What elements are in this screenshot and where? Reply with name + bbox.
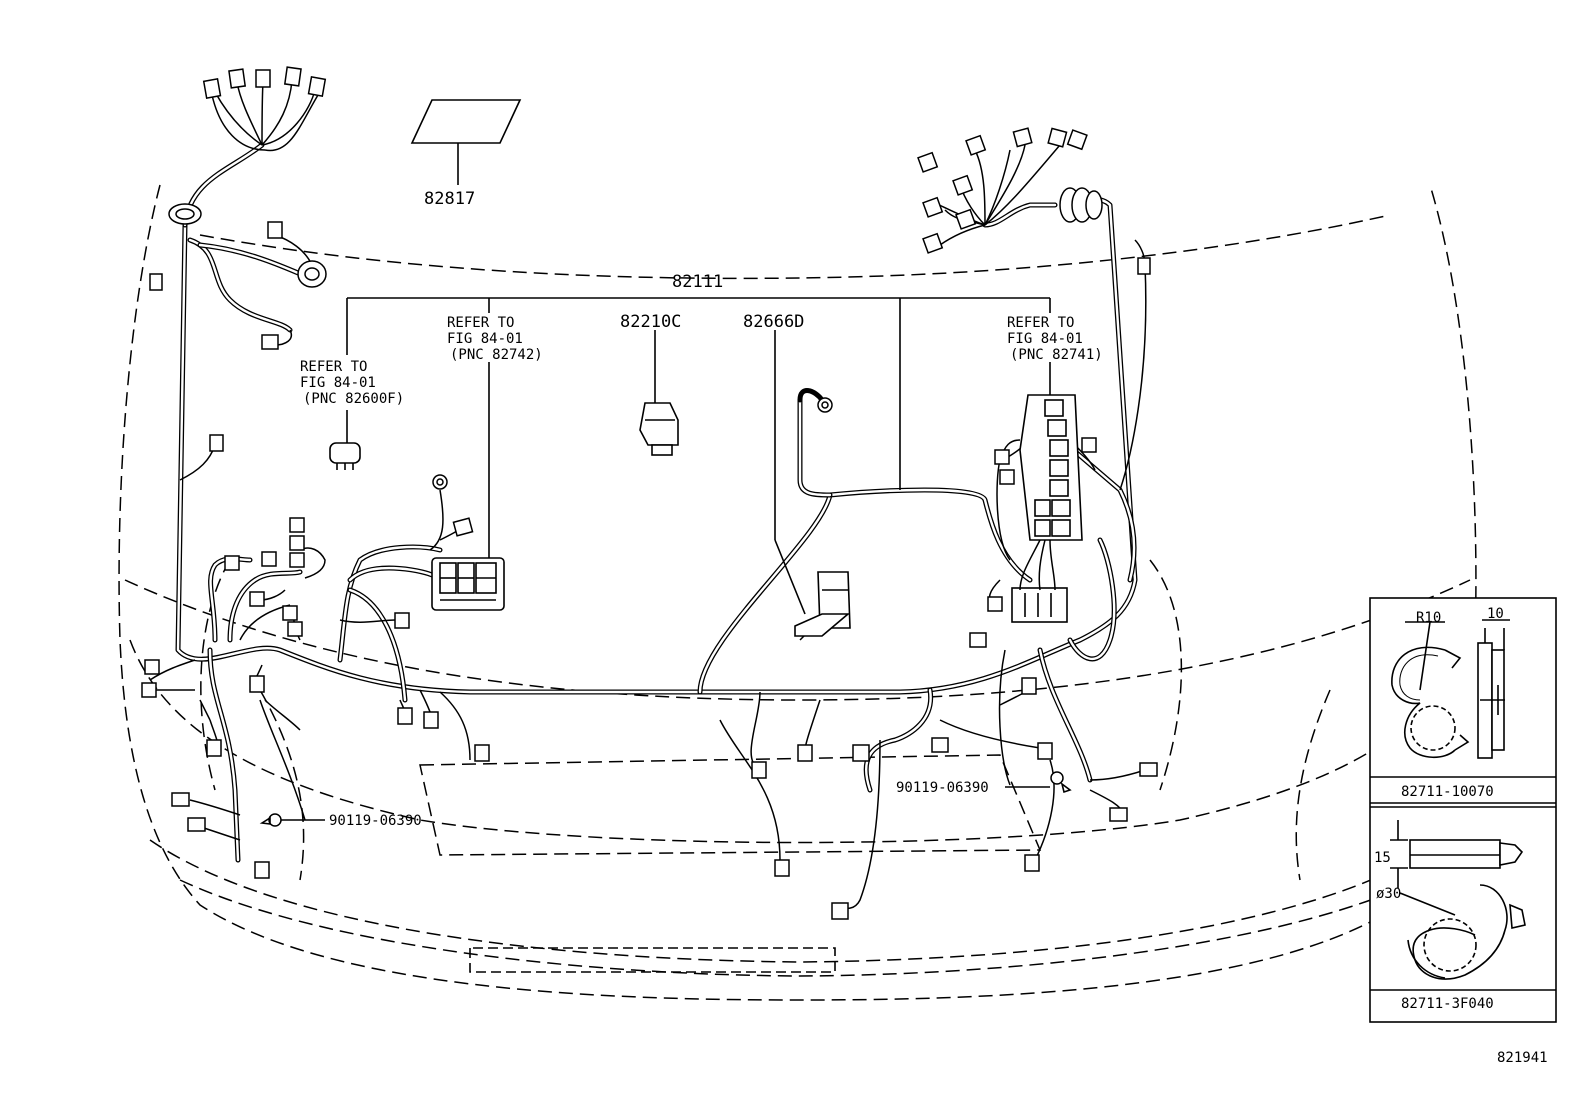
refer-mid-line-2: FIG 84-01 — [447, 331, 523, 347]
clamp-inset-panel: R10 10 82711-10070 15 ø30 82711-3F040 — [1369, 597, 1557, 1023]
clamp-82711-3f040-drawing: 15 ø30 — [1374, 820, 1526, 980]
clamp-2-part-number: 82711-3F040 — [1401, 996, 1494, 1012]
refer-right-line-3: (PNC 82741) — [1010, 347, 1103, 363]
main-harness-trunk — [175, 142, 1138, 863]
bolt-right — [1005, 771, 1072, 794]
refer-right-line-1: REFER TO — [1007, 315, 1074, 331]
refer-left-line-2: FIG 84-01 — [300, 375, 376, 391]
clamp-2-diameter-dim: ø30 — [1376, 886, 1401, 902]
refer-left-line-1: REFER TO — [300, 359, 367, 375]
clamp-1-radius-dim: R10 — [1416, 610, 1441, 626]
relay-block-82742 — [431, 557, 505, 611]
bolt-left-label: 90119-06390 — [329, 813, 422, 829]
figure-code: 821941 — [1497, 1050, 1548, 1066]
callout-labels: 82817 82111 82210C 82666D REFER TO FIG 8… — [300, 189, 1548, 1066]
pnc-82666d-label: 82666D — [743, 312, 804, 332]
label-plate-82817 — [410, 99, 522, 185]
vehicle-body-outline — [118, 184, 1477, 1001]
clamp-82711-10070-drawing: R10 10 — [1391, 606, 1510, 759]
leader-lines-82111 — [346, 297, 1051, 615]
refer-left-line-3: (PNC 82600F) — [303, 391, 404, 407]
refer-mid-line-3: (PNC 82742) — [450, 347, 543, 363]
clamp-2-height-dim: 15 — [1374, 850, 1391, 866]
bolt-left — [259, 813, 325, 827]
grommets — [168, 187, 1103, 288]
connectors — [141, 66, 1158, 920]
bracket-82666d — [794, 571, 851, 637]
pnc-82111-label: 82111 — [672, 272, 723, 292]
relay-block-82741 — [1011, 394, 1083, 623]
refer-right-line-2: FIG 84-01 — [1007, 331, 1083, 347]
ring-terminals — [432, 397, 833, 490]
thin-branch-wires — [149, 79, 1147, 910]
refer-mid-line-1: REFER TO — [447, 315, 514, 331]
pnc-82817-label: 82817 — [424, 189, 475, 209]
bolt-right-label: 90119-06390 — [896, 780, 989, 796]
clamp-1-width-dim: 10 — [1487, 606, 1504, 622]
part-82600f — [329, 442, 361, 470]
pnc-82210c-label: 82210C — [620, 312, 681, 332]
clamp-1-part-number: 82711-10070 — [1401, 784, 1494, 800]
relay-82210c — [639, 402, 679, 456]
